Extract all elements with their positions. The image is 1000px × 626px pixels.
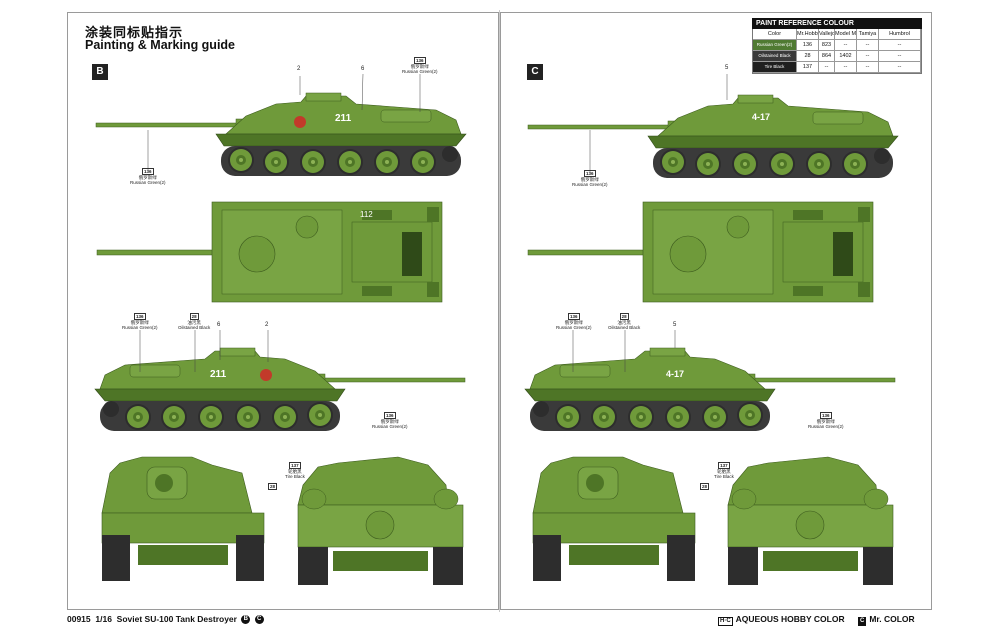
- footer-scheme-c: C: [254, 615, 264, 625]
- paint-reference-table: PAINT REFERENCE COLOUR Color Mr.Hobby Va…: [752, 18, 922, 74]
- c-side-number: 4-17: [752, 112, 771, 122]
- callout-b-green-2: 136 俄罗斯绿 Russian Green(2): [130, 168, 166, 185]
- footer-scheme-b: B: [241, 615, 251, 625]
- b-front-view: [101, 456, 265, 582]
- callout-b-green-1: 136 俄罗斯绿 Russian Green(2): [402, 57, 438, 74]
- product-scale: 1/16: [95, 614, 112, 624]
- b-side-number: 211: [335, 113, 352, 124]
- c-rear-view: [727, 456, 894, 586]
- b-top-view: [96, 201, 443, 303]
- humbrol-russian-green: --: [879, 40, 921, 51]
- callout-b-tire-black: 137 轮胎黑 Tire Black: [285, 462, 305, 479]
- callout-c-oilstained: 28 油污黑 Oilstained Black: [608, 313, 641, 330]
- col-vallejo: Vallejo: [819, 29, 835, 40]
- ref-2-b-top: 2: [297, 66, 301, 72]
- callout-b-green-4: 136 俄罗斯绿 Russian Green(2): [372, 412, 408, 429]
- callout-b-oilstained: 28 油污黑 Oilstained Black: [178, 313, 211, 330]
- humbrol-oilstained: --: [879, 51, 921, 62]
- tamiya-oilstained: --: [857, 51, 879, 62]
- vallejo-russian-green: 823: [819, 40, 835, 51]
- title-english: Painting & Marking guide: [85, 38, 236, 52]
- col-mrhobby: Mr.Hobby: [797, 29, 819, 40]
- swatch-russian-green: Russian Green(2): [753, 40, 797, 51]
- ref-6-b-bottom: 6: [217, 322, 221, 328]
- c-front-view: [532, 456, 696, 582]
- ref-6-b-top: 6: [361, 66, 365, 72]
- b-rear-view: [297, 456, 464, 586]
- ref-2-b-bottom: 2: [265, 322, 269, 328]
- ref-5-c-bottom: 5: [673, 322, 677, 328]
- callout-c-green-2: 136 俄罗斯绿 Russian Green(2): [556, 313, 592, 330]
- vallejo-tire-black: --: [819, 62, 835, 73]
- b-side-number-right: 211: [210, 369, 227, 380]
- swatch-oilstained: Oilstained Black: [753, 51, 797, 62]
- code-tire-black: 137: [797, 62, 819, 73]
- swatch-tire-black: Tire Black: [753, 62, 797, 73]
- scheme-c-badge: C: [527, 64, 543, 80]
- callout-c-green-3: 136 俄罗斯绿 Russian Green(2): [808, 412, 844, 429]
- tamiya-russian-green: --: [857, 40, 879, 51]
- title-chinese: 涂装同标贴指示: [85, 25, 184, 40]
- mm-oilstained: 1402: [835, 51, 857, 62]
- scheme-b-badge: B: [92, 64, 108, 80]
- mm-russian-green: --: [835, 40, 857, 51]
- product-title: Soviet SU-100 Tank Destroyer: [116, 614, 237, 624]
- code-oilstained: 28: [797, 51, 819, 62]
- ref-5-c-top: 5: [725, 65, 729, 71]
- callout-b-green-3: 136 俄罗斯绿 Russian Green(2): [122, 313, 158, 330]
- b-side-view-right: [95, 348, 465, 431]
- mm-tire-black: --: [835, 62, 857, 73]
- col-humbrol: Humbrol: [879, 29, 921, 40]
- footer-product-line: 00915 1/16 Soviet SU-100 Tank Destroyer …: [67, 614, 264, 625]
- tamiya-tire-black: --: [857, 62, 879, 73]
- c-side-view-left: [528, 95, 898, 178]
- product-code: 00915: [67, 614, 91, 624]
- col-tamiya: Tamiya: [857, 29, 879, 40]
- callout-c-green-1: 136 俄罗斯绿 Russian Green(2): [572, 170, 608, 187]
- callout-b-oilstained-2: 28: [268, 483, 278, 490]
- c-side-number-right: 4-17: [666, 369, 685, 379]
- humbrol-tire-black: --: [879, 62, 921, 73]
- paint-table-title: PAINT REFERENCE COLOUR: [752, 18, 922, 29]
- col-modelmaster: Model Master: [835, 29, 857, 40]
- callout-c-tire-black: 137 轮胎黑 Tire Black: [714, 462, 734, 479]
- code-russian-green: 136: [797, 40, 819, 51]
- col-color: Color: [753, 29, 797, 40]
- page-fold: [499, 10, 500, 612]
- b-top-number: 112: [360, 210, 373, 219]
- vallejo-oilstained: 864: [819, 51, 835, 62]
- c-top-view: [527, 201, 874, 303]
- b-side-view-left: [96, 93, 466, 176]
- callout-c-oilstained-2: 28: [700, 483, 710, 490]
